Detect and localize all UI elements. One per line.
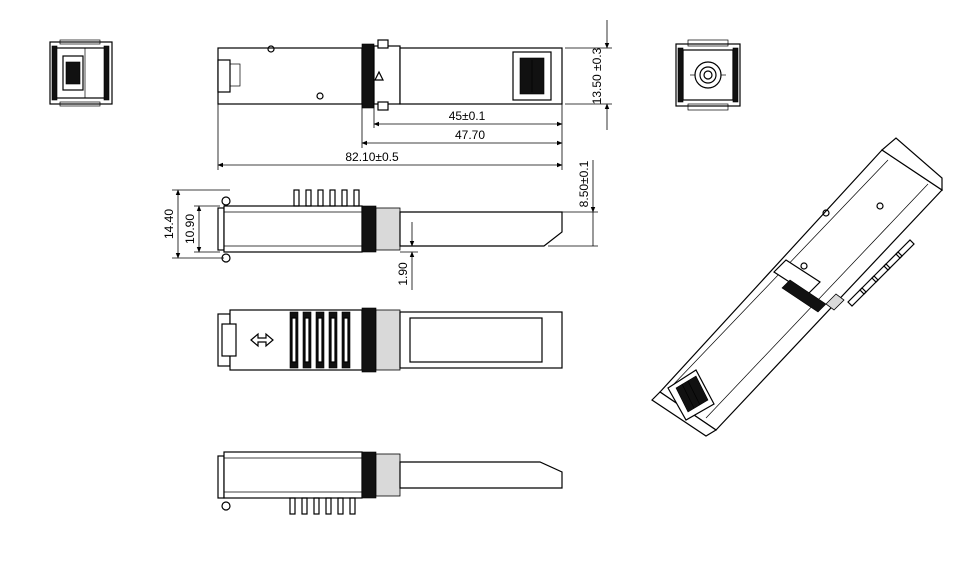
dimension-47-70: 47.70	[361, 104, 563, 148]
dim-label-13-50: 13.50 ±0.3	[590, 47, 604, 104]
dim-label-47-70: 47.70	[455, 128, 485, 142]
top-view	[217, 39, 563, 111]
bottom-view	[217, 307, 563, 373]
iso-rj45-port	[667, 369, 715, 421]
underside-side-view	[217, 451, 563, 515]
heatsink-fins-top	[293, 189, 360, 207]
front-end-view	[49, 39, 113, 107]
dim-label-1-90: 1.90	[396, 262, 410, 286]
dimension-45: 45±0.1	[373, 104, 563, 148]
dimension-8-50: 8.50±0.1	[548, 160, 598, 247]
dimension-10-90: 10.90	[183, 205, 220, 253]
dim-label-10-90: 10.90	[183, 214, 197, 244]
dimension-82-10: 82.10±0.5	[217, 104, 563, 170]
dimension-1-90: 1.90	[396, 222, 418, 290]
latch-arrow-icon	[250, 332, 274, 348]
heatsink-fins-lower	[289, 497, 356, 515]
iso-heatsink-fins	[847, 239, 915, 307]
dim-label-14-40: 14.40	[162, 209, 176, 239]
dim-label-8-50: 8.50±0.1	[577, 160, 591, 207]
dim-label-45: 45±0.1	[449, 109, 486, 123]
dimension-13-50: 13.50 ±0.3	[565, 20, 612, 130]
dimension-14-40: 14.40	[162, 189, 230, 259]
rear-end-view	[675, 39, 741, 111]
iso-latch-band	[781, 279, 845, 313]
dim-label-82-10: 82.10±0.5	[345, 150, 399, 164]
isometric-view	[651, 137, 943, 437]
heatsink-fins-bottom	[289, 311, 351, 369]
side-view	[217, 189, 563, 263]
